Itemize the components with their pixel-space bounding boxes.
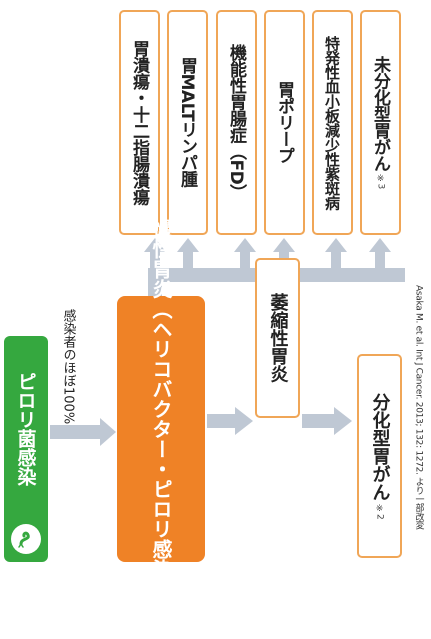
disease-label: 未分化型胃がん — [370, 55, 390, 172]
chronic-gastritis-box: 慢性胃炎 （ヘリコバクター・ピロリ感染胃炎） — [117, 219, 205, 639]
arrow-pylori-to-gastritis — [50, 425, 102, 439]
diagram: 胃潰瘍・十二指腸潰瘍 胃MALTリンパ腫 機能性胃腸症（FD） 胃ポリープ 特発… — [4, 10, 424, 639]
disease-label: 胃潰瘍・十二指腸潰瘍 — [129, 40, 149, 205]
pylori-infection-box: ピロリ菌感染 — [4, 336, 48, 562]
disease-label: 胃MALTリンパ腫 — [177, 57, 197, 188]
footnote-mark: ※2 — [374, 503, 385, 520]
disease-label: 機能性胃腸症（FD） — [226, 44, 246, 201]
arrow-atrophic-to-cancer-head — [334, 407, 352, 435]
arrow-pylori-to-gastritis-head — [100, 418, 116, 446]
infection-rate-label: 感染者のほぼ100% — [60, 309, 76, 425]
pylori-infection-label: ピロリ菌感染 — [14, 372, 37, 486]
disease-box-functional-dyspepsia: 機能性胃腸症（FD） — [216, 10, 257, 235]
bacteria-icon — [11, 524, 41, 554]
disease-box-ulcer: 胃潰瘍・十二指腸潰瘍 — [119, 10, 160, 235]
arrow-atrophic-to-cancer — [302, 414, 336, 428]
differentiated-cancer-box: 分化型胃がん ※2 — [357, 354, 402, 558]
disease-box-malt-lymphoma: 胃MALTリンパ腫 — [167, 10, 208, 235]
arrow-gastritis-to-atrophic — [207, 414, 237, 428]
atrophic-gastritis-label: 萎縮性胃炎 — [267, 293, 289, 383]
disease-box-undifferentiated-cancer: 未分化型胃がん ※3 — [360, 10, 401, 235]
disease-box-polyp: 胃ポリープ — [264, 10, 305, 235]
citation: Asaka M. et al. Int J Cancer. 2013; 132:… — [413, 285, 424, 530]
atrophic-gastritis-box: 萎縮性胃炎 — [255, 258, 300, 418]
disease-label: 胃ポリープ — [274, 81, 294, 164]
chronic-gastritis-title: 慢性胃炎 — [149, 219, 173, 299]
differentiated-cancer-label: 分化型胃がん — [369, 392, 391, 501]
chronic-gastritis-subtitle: （ヘリコバクター・ピロリ感染胃炎） — [149, 299, 173, 639]
disease-label: 特発性血小板減少性紫斑病 — [323, 35, 341, 210]
disease-box-itp: 特発性血小板減少性紫斑病 — [312, 10, 353, 235]
footnote-mark: ※3 — [375, 174, 386, 190]
arrow-gastritis-to-atrophic-head — [235, 407, 253, 435]
